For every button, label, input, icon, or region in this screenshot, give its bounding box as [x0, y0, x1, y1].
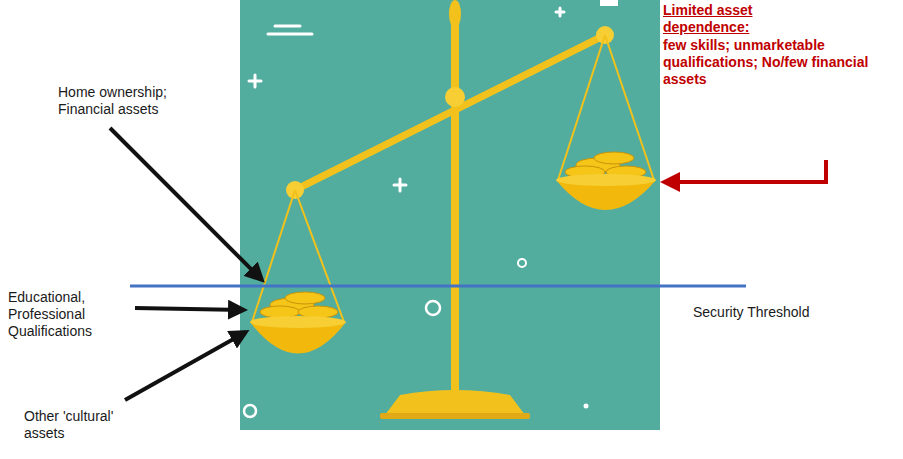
- decorations: [244, 8, 564, 417]
- asset-label: Other 'cultural' assets: [24, 408, 144, 442]
- asset-label: Educational, Professional Qualifications: [8, 289, 126, 340]
- leader-arrows: [110, 128, 262, 400]
- left-pan: [250, 190, 346, 354]
- right-pan: [556, 35, 656, 210]
- scale-base: [385, 390, 525, 415]
- red-leader-arrow: [664, 160, 826, 182]
- scale-beam: [295, 35, 605, 190]
- description-label: few skills; unmarketable qualifications;…: [663, 37, 895, 88]
- teal-background: [240, 0, 660, 430]
- scale-pole: [451, 20, 459, 400]
- asset-label: Home ownership; Financial assets: [58, 84, 188, 118]
- heading-label: Limited asset dependence:: [663, 2, 813, 36]
- threshold-label: Security Threshold: [693, 304, 843, 321]
- threshold-line: [130, 285, 746, 288]
